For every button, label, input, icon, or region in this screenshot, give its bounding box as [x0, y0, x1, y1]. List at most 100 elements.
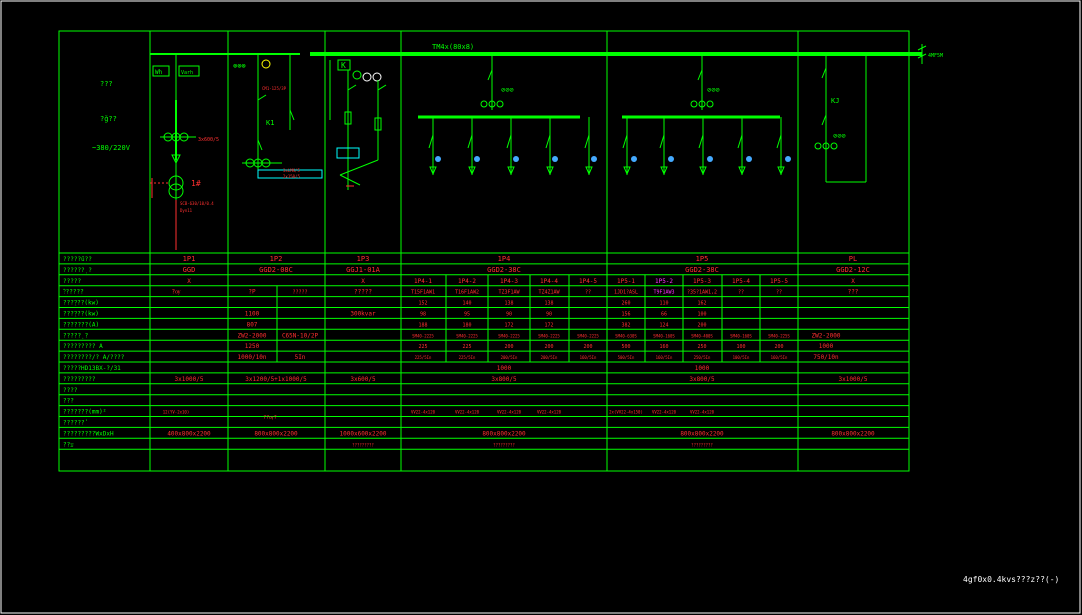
svg-text:⊘⊘⊘: ⊘⊘⊘ — [501, 86, 514, 94]
panel-id: 1P1 — [183, 255, 196, 263]
svg-text:CM1-125/3P: CM1-125/3P — [262, 86, 287, 91]
p4-use: T16F1AW2 — [455, 290, 479, 296]
svg-text:K: K — [341, 61, 346, 70]
row-label: ???????(mm)² — [63, 409, 106, 416]
p5-trip: 500/5In — [618, 355, 635, 360]
bus-tag: 4MF5M — [928, 53, 943, 59]
p5-calc-power: 100 — [697, 312, 706, 318]
table-text: ?????ű????????ͺ???????ؗ?????????ܹ??(kw)?… — [63, 255, 875, 448]
pl-breaker: ZW2-2000 — [812, 332, 841, 339]
p4-breaker: SM40-2225 — [498, 333, 520, 338]
sheet-title: 4gf0x0.4kvs???z??(-) — [963, 575, 1059, 584]
p4-circuit: 1P4-4 — [540, 278, 558, 285]
p5-trip: 250/5In — [694, 355, 711, 360]
p4-cable: VV22-4x120 — [537, 410, 562, 415]
row-label: ?????HD13BX-?/31 — [63, 365, 121, 372]
panel-id: 1P3 — [357, 255, 370, 263]
p4-size: 800x800x2200 — [482, 430, 526, 437]
p2-ct: 3x1200/5+1x1000/5 — [245, 376, 307, 383]
pl-schematic: KJ ⊘⊘⊘ — [814, 55, 867, 183]
p4-breaker: SM40-2225 — [538, 333, 560, 338]
p3-power: 300kvar — [350, 311, 376, 318]
row-label: ??? — [63, 398, 74, 405]
p5-circuit: 1P5-2 — [655, 278, 673, 285]
p5-circuit: 1P5-5 — [770, 278, 788, 285]
p5-bus-rating: 1000 — [695, 365, 710, 372]
p4-power: 138 — [544, 301, 553, 307]
row-label: ?????????WxDxH — [63, 430, 114, 437]
p4-setting: 225 — [462, 344, 471, 350]
p5-power: 110 — [659, 301, 668, 307]
main-busbar — [150, 44, 927, 64]
p1-size: 400x800x2200 — [167, 430, 211, 437]
svg-text:KJ: KJ — [831, 97, 839, 105]
p5-trip: 100/5In — [733, 355, 750, 360]
p5-ct: 3x800/5 — [689, 376, 715, 383]
p1-cable: 12(YV-2x10) — [163, 410, 190, 415]
p5-setting: 200 — [774, 344, 783, 350]
p2-power: 1100 — [245, 311, 260, 318]
p4-current: 180 — [462, 322, 471, 328]
panel-id: 1P5 — [696, 255, 709, 263]
p2-cable: ??ѹ? — [263, 415, 276, 421]
p4-use: TZ4Z1AW — [538, 290, 560, 296]
p5-use: T9F1AW3 — [653, 290, 674, 296]
row-label: ??????ͺ? — [63, 267, 92, 274]
bus-label: TM4x(80x8) — [432, 43, 474, 51]
p4-current: 172 — [504, 322, 513, 328]
p5-breaker: SM40-160S — [653, 333, 675, 338]
p4-calc-power: 98 — [420, 312, 426, 318]
row-label: ??????ʽ — [63, 420, 88, 427]
p3-ct: 3x600/5 — [350, 376, 376, 383]
p4-setting: 200 — [504, 344, 513, 350]
p3-size: 1000x600x2200 — [340, 430, 387, 437]
p1-ct: 3x1000/5 — [175, 376, 204, 383]
pl-use: ??? — [848, 289, 859, 296]
p3-schematic: K — [329, 59, 387, 190]
p5-circuit: 1P5-4 — [732, 278, 750, 285]
p5-cable: VV22-4x120 — [652, 410, 677, 415]
p4-note: ????????? — [493, 442, 515, 447]
p4-use: T15F1AW1 — [411, 290, 435, 296]
p5-breaker: SM40-160S — [730, 333, 752, 338]
svg-text:3x600/5: 3x600/5 — [198, 137, 219, 143]
p5-calc-power: 66 — [661, 312, 667, 318]
p4-circuit: 1P4-3 — [500, 278, 518, 285]
pl-setting-2: 750/10n — [813, 354, 839, 361]
p4-current: 188 — [418, 322, 427, 328]
p4-calc-power: 95 — [464, 312, 470, 318]
p5-use: ?? — [776, 290, 782, 296]
p5-calc-power: 156 — [621, 312, 630, 318]
panel-model: GGJ1-01A — [346, 266, 381, 274]
p1-x: X — [187, 278, 191, 285]
p4-cable: VV22-4x120 — [497, 410, 522, 415]
p4-bus-rating: 1000 — [497, 365, 512, 372]
p4-power: 138 — [504, 301, 513, 307]
drawing-border — [58, 30, 910, 472]
row-label: ????ܹ??(kw) — [63, 300, 99, 307]
p2-breaker-1: ZW2-2000 — [238, 332, 267, 339]
svg-text:SCB-630/10/0.4: SCB-630/10/0.4 — [180, 201, 214, 206]
svg-text:⊘⊘⊘: ⊘⊘⊘ — [833, 132, 846, 140]
p5-current: 200 — [697, 322, 706, 328]
svg-text:Dyn11: Dyn11 — [180, 208, 193, 213]
panel-dividers — [149, 31, 799, 471]
p5-use: 1JD1?ASL — [614, 290, 638, 296]
row-label: ????? — [63, 278, 81, 285]
panel-id: 1P2 — [270, 255, 283, 263]
panel-model: GGD2-12C — [836, 266, 870, 274]
row-label: ???????(A) — [63, 321, 99, 328]
p5-schematic: ⊘⊘⊘ — [622, 55, 791, 176]
p5-use: ?? — [738, 290, 744, 296]
p5-breaker: SM40-630S — [615, 333, 637, 338]
p5-circuit: 1P5-3 — [693, 278, 711, 285]
p2-schematic: ⊗⊗⊗ CM1-125/3P K1 3xLMK/5 2x150/5 — [233, 55, 323, 179]
p2-use-b: ????? — [292, 290, 307, 296]
p5-use: ?35?1AW1,2 — [687, 290, 717, 296]
p5-breaker: SM40-400S — [691, 333, 713, 338]
p4-power: 152 — [418, 301, 427, 307]
row-label: ????????? — [63, 376, 96, 383]
p1-use: ?ѹ — [172, 289, 182, 296]
row-label: ???? — [63, 387, 78, 394]
